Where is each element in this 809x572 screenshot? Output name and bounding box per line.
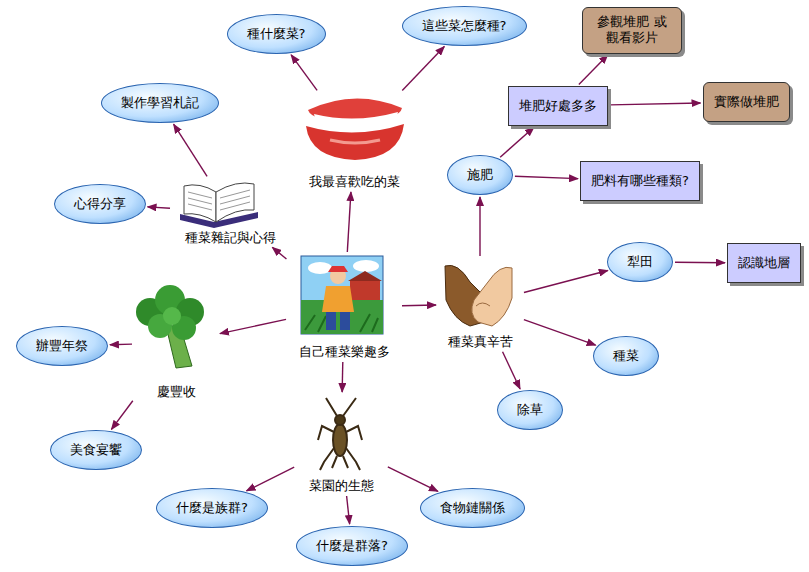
node-label: 慶豐收 <box>134 384 218 400</box>
node-label: 什麼是族群? <box>176 500 248 516</box>
arrow-connector <box>247 467 295 491</box>
topic-ellipse: 製作學習札記 <box>101 83 219 123</box>
topic-ellipse: 食物鏈關係 <box>420 488 525 528</box>
activity-box: 肥料有哪些種類? <box>580 161 700 201</box>
broccoli-picture <box>136 285 204 368</box>
node-label: 除草 <box>517 402 543 418</box>
picture-topic: 我最喜歡吃的菜 <box>296 92 412 190</box>
node-label: 美食宴饗 <box>70 442 122 458</box>
node-label: 認識地層 <box>738 255 790 271</box>
arrow-connector <box>220 319 286 333</box>
arrow-connector <box>610 103 701 105</box>
node-label: 肥料有哪些種類? <box>591 173 689 189</box>
topic-ellipse: 犁田 <box>607 242 673 282</box>
topic-ellipse: 種菜 <box>593 336 659 376</box>
arrow-connector <box>111 401 132 430</box>
topic-ellipse: 種什麼菜? <box>227 14 326 54</box>
arrow-connector <box>174 124 207 176</box>
arrow-connector <box>148 207 170 208</box>
arrow-connector <box>579 55 608 85</box>
activity-box: 實際做堆肥 <box>703 82 790 122</box>
node-label: 實際做堆肥 <box>714 94 779 110</box>
arrow-connector <box>272 247 286 259</box>
node-label: 辦豐年祭 <box>36 338 88 354</box>
arrow-connector <box>500 127 534 157</box>
node-label: 心得分享 <box>74 196 126 212</box>
arrow-connector <box>515 176 578 178</box>
node-label: 種菜真辛苦 <box>438 334 522 350</box>
arrow-connector <box>110 343 132 345</box>
activity-box: 參觀堆肥 或觀看影片 <box>582 7 682 54</box>
topic-ellipse: 施肥 <box>447 155 513 195</box>
node-label: 什麼是群落? <box>316 538 388 554</box>
arrow-connector <box>524 270 608 292</box>
node-label: 堆肥好處多多 <box>519 98 597 114</box>
farmer-picture <box>301 256 383 334</box>
arrow-connector <box>402 47 444 91</box>
node-label: 我最喜歡吃的菜 <box>296 174 412 190</box>
node-label: 製作學習札記 <box>121 95 199 111</box>
node-label: 自己種菜樂趣多 <box>288 344 400 360</box>
node-label: 食物鏈關係 <box>440 500 505 516</box>
arrow-connector <box>291 55 317 91</box>
picture-topic: 慶豐收 <box>134 286 218 400</box>
arrow-connector <box>524 320 596 346</box>
node-label: 種什麼菜? <box>247 26 306 42</box>
activity-box: 認識地層 <box>727 243 801 283</box>
topic-ellipse: 除草 <box>497 390 563 430</box>
topic-ellipse: 辦豐年祭 <box>16 326 108 366</box>
picture-topic: 種菜真辛苦 <box>438 258 522 350</box>
topic-ellipse: 心得分享 <box>54 184 146 224</box>
topic-ellipse: 美食宴饗 <box>50 430 142 470</box>
node-label: 菜園的生態 <box>296 478 386 494</box>
cricket-picture <box>318 398 362 470</box>
arrow-connector <box>675 262 725 264</box>
node-label: 種菜雜記與心得 <box>172 230 288 246</box>
hands-picture <box>445 265 512 326</box>
picture-topic: 種菜雜記與心得 <box>172 178 288 246</box>
topic-ellipse: 什麼是群落? <box>296 526 408 566</box>
book-picture <box>180 183 258 228</box>
arrow-connector <box>347 192 351 252</box>
node-label: 參觀堆肥 或觀看影片 <box>593 14 671 47</box>
node-label: 種菜 <box>613 348 639 364</box>
topic-ellipse: 這些菜怎麼種? <box>402 6 527 46</box>
picture-topic: 菜園的生態 <box>296 394 386 494</box>
picture-topic: 自己種菜樂趣多 <box>288 254 400 360</box>
topic-ellipse: 什麼是族群? <box>156 488 268 528</box>
node-label: 施肥 <box>467 167 493 183</box>
lips-picture <box>306 98 404 160</box>
arrow-connector <box>388 467 438 491</box>
activity-box: 堆肥好處多多 <box>508 86 608 126</box>
arrow-connector <box>347 496 350 524</box>
arrow-connector <box>503 352 521 389</box>
arrow-connector <box>479 197 480 256</box>
node-label: 這些菜怎麼種? <box>422 18 507 34</box>
node-label: 犁田 <box>627 254 653 270</box>
arrow-connector <box>341 362 343 392</box>
arrow-connector <box>402 304 436 306</box>
